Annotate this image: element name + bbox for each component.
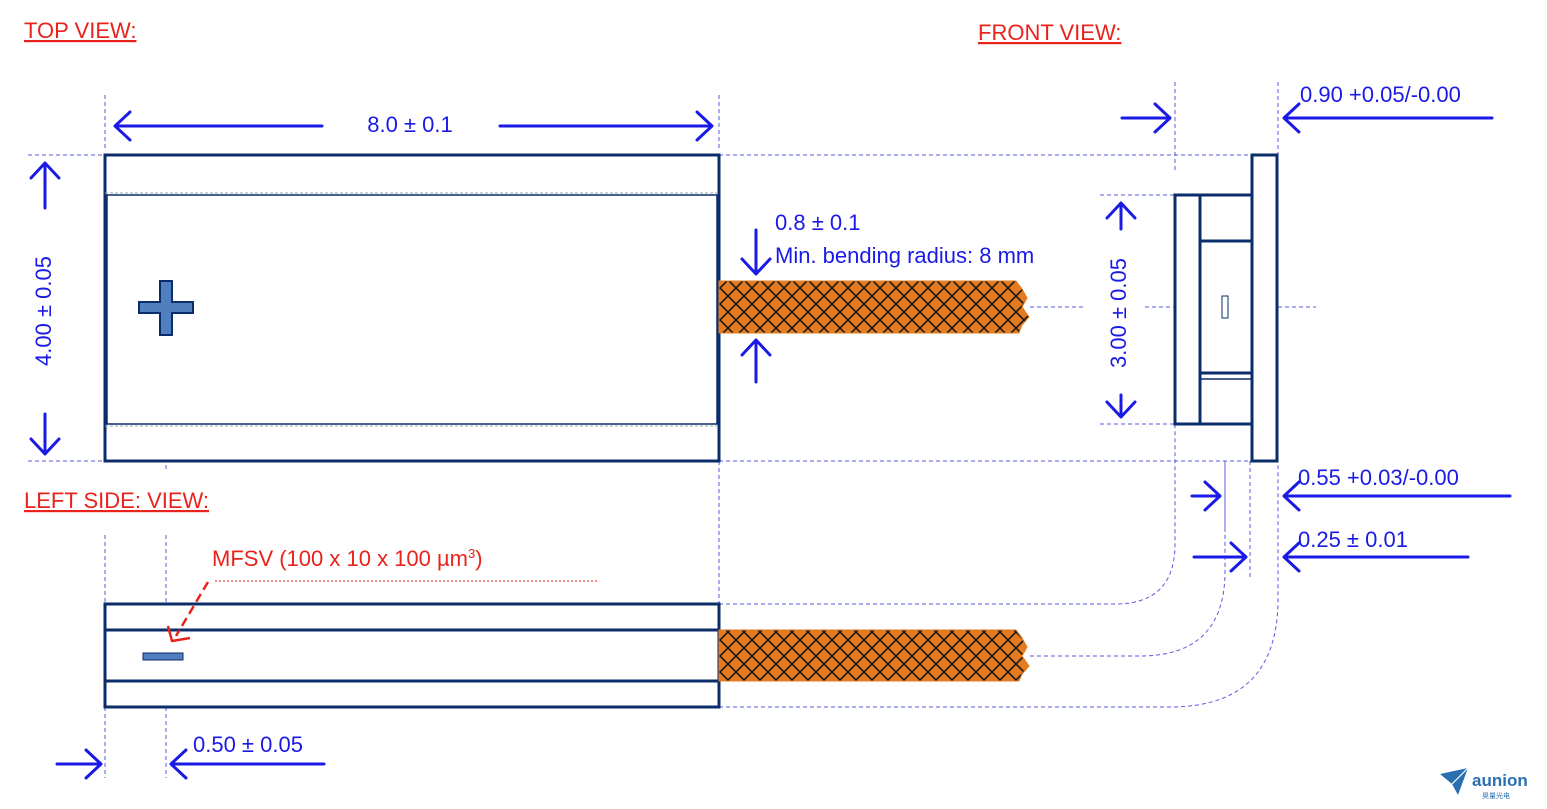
depth-arrow-right: [55, 748, 103, 780]
depth-offset-label: 0.50 ± 0.05: [193, 732, 303, 757]
cable-arrow-up: [740, 338, 772, 384]
mfsv-suffix: ): [475, 546, 482, 571]
top-view-inner-frame: [106, 194, 718, 425]
dimension-arrows: [29, 102, 1512, 780]
mfsv-leader-line: [174, 581, 210, 637]
width-dimension-label: 4.00 ± 0.05: [31, 256, 56, 366]
side-view-cable: [718, 629, 1030, 682]
mfsv-annotation: MFSV (100 x 10 x 100 µm3): [212, 546, 483, 571]
length-dimension-label: 8.0 ± 0.1: [367, 112, 452, 137]
mfsv-leader-arrowhead: [166, 625, 191, 643]
side-view-body: [103, 602, 721, 709]
width-arrow-up: [29, 161, 61, 210]
center-cross-marker: [138, 280, 194, 336]
height-arrow-up: [1105, 201, 1137, 231]
length-arrow-left: [113, 110, 324, 142]
front-thin-arrow-right: [1192, 541, 1248, 573]
front-mid-label: 0.55 +0.03/-0.00: [1298, 465, 1459, 490]
logo-subtitle: 昊量光电: [1482, 791, 1510, 800]
top-view-title: TOP VIEW:: [24, 18, 136, 43]
mfsv-superscript: 3: [468, 546, 475, 561]
logo-name: aunion: [1472, 771, 1528, 790]
mfsv-label: MFSV (100 x 10 x 100 µm: [212, 546, 468, 571]
front-total-arrow-left: [1282, 102, 1494, 134]
front-mid-arrow-right: [1190, 480, 1222, 512]
cable-diameter-label: 0.8 ± 0.1: [775, 210, 860, 235]
height-arrow-down: [1105, 393, 1137, 419]
front-total-label: 0.90 +0.05/-0.00: [1300, 82, 1461, 107]
top-view: [103, 153, 1030, 463]
aunion-logo: aunion 昊量光电: [1440, 767, 1528, 800]
top-view-cable: [718, 280, 1030, 334]
front-view-mfsv-marker: [1221, 295, 1229, 319]
cable-arrow-down: [740, 228, 772, 276]
length-arrow-right: [498, 110, 714, 142]
depth-arrow-left: [169, 748, 326, 780]
front-view: [1173, 153, 1279, 463]
left-side-view-title: LEFT SIDE: VIEW:: [24, 488, 209, 513]
bending-radius-label: Min. bending radius: 8 mm: [775, 243, 1034, 268]
width-arrow-down: [29, 412, 61, 456]
front-mid-arrow-left: [1282, 480, 1512, 512]
front-total-arrow-right: [1120, 102, 1172, 134]
height-dimension-label: 3.00 ± 0.05: [1106, 258, 1131, 368]
top-view-body: [103, 153, 721, 463]
front-view-title: FRONT VIEW:: [978, 20, 1121, 45]
side-view-mfsv-marker: [142, 652, 184, 661]
front-thin-arrow-left: [1282, 541, 1470, 573]
front-view-plate: [1250, 153, 1279, 463]
front-thin-label: 0.25 ± 0.01: [1298, 527, 1408, 552]
front-view-body: [1173, 193, 1254, 426]
left-side-view: [103, 602, 1030, 709]
